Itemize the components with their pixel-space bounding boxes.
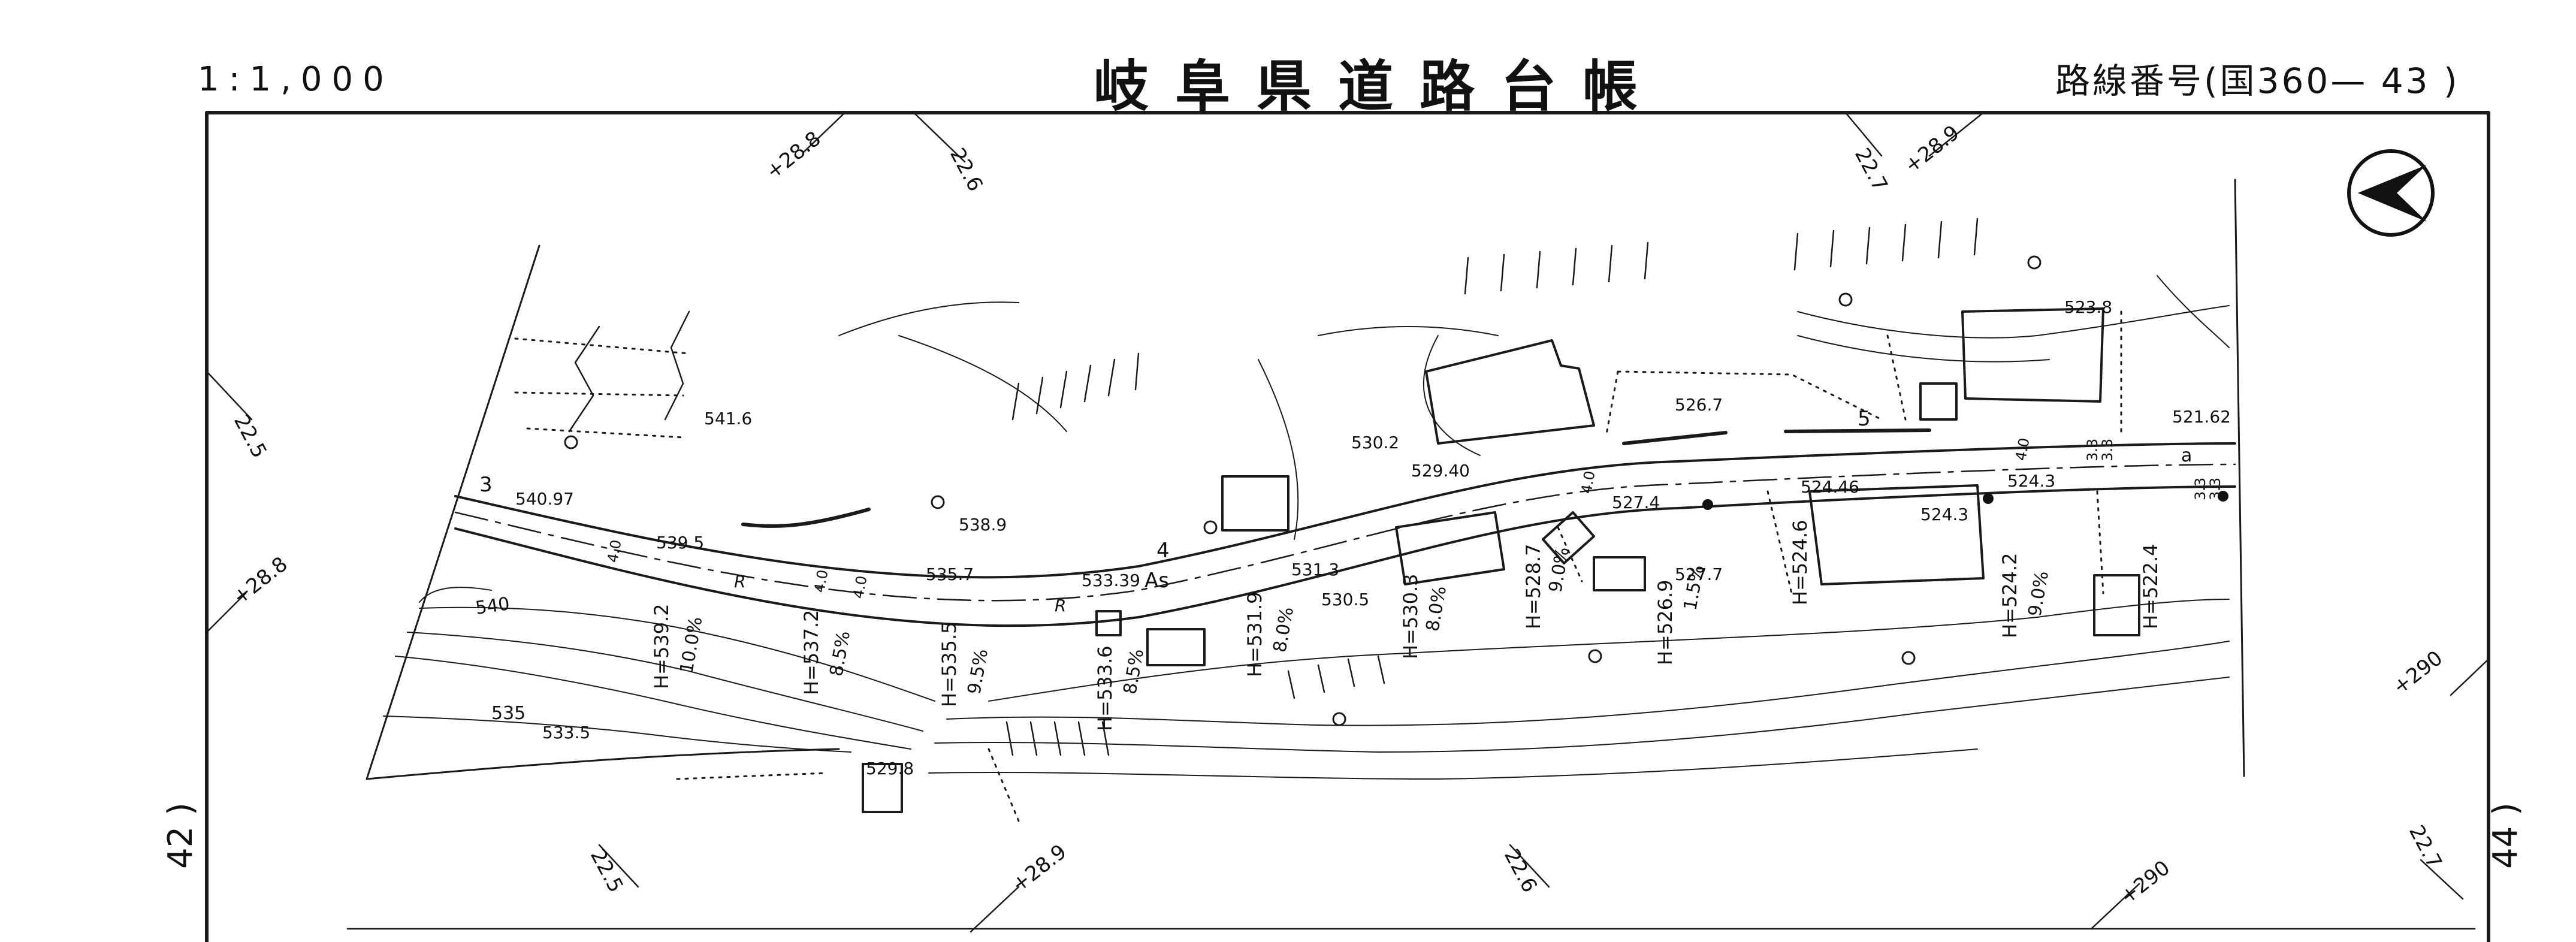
adjacent-sheet-next: 44 ) <box>2486 802 2525 869</box>
gradient-label: 9.5% <box>964 647 992 696</box>
gradient-label: H=524.2 <box>1998 553 2021 638</box>
gradient-label: H=535.5 <box>938 622 961 707</box>
elevation-label: 530.2 <box>1351 433 1399 452</box>
embankment-hatching <box>568 218 1979 756</box>
route-mark: 5 <box>1858 407 1871 431</box>
gradient-label: H=526.9 <box>1654 580 1677 665</box>
station-label: 22.6 <box>1499 845 1542 896</box>
elevation-label: 540.97 <box>515 489 574 509</box>
width-label: 4.0 <box>850 575 870 600</box>
station-lines <box>206 111 2490 933</box>
gradient-label: H=537.2 <box>800 610 823 695</box>
station-label: +28.8 <box>228 552 292 609</box>
elevation-label: 531.3 <box>1291 560 1339 579</box>
gradient-label: H=524.6 <box>1789 520 1811 605</box>
station-label: +290 <box>2116 856 2175 909</box>
north-arrow-icon <box>2347 149 2435 237</box>
road-symbol: R <box>734 572 745 591</box>
elevation-label: 526.7 <box>1675 395 1723 415</box>
gradient-label: H=530.3 <box>1399 574 1422 659</box>
route-mark: 3 <box>479 473 493 497</box>
station-label: +28.9 <box>1900 120 1964 178</box>
width-label: 3.3 <box>2099 439 2116 461</box>
elevation-label: 535.7 <box>926 564 974 584</box>
route-number: 路線番号(国360— 43 ) <box>2055 61 2460 101</box>
gradient-label: H=531.9 <box>1243 592 1266 677</box>
elevation-label: 533.5 <box>542 723 590 742</box>
elevation-label: 529.40 <box>1411 461 1470 481</box>
elevation-label: 540 <box>474 593 511 619</box>
gradient-label: 8.5% <box>826 629 854 678</box>
elevation-label: 530.5 <box>1321 590 1369 609</box>
benchmark-circles <box>564 255 2042 726</box>
road-centerline <box>454 463 2236 602</box>
gradient-label: 9.0% <box>1545 545 1574 594</box>
elevation-label: 527.7 <box>1675 564 1723 584</box>
adjacent-sheet-previous: 42 ) <box>161 802 200 869</box>
elevation-label: 524.46 <box>1801 477 1859 497</box>
gradient-label: 9.0% <box>2024 569 2053 618</box>
station-label: +28.8 <box>762 126 826 184</box>
elevation-label: 541.6 <box>704 409 752 428</box>
width-label: 3.3 <box>2207 478 2224 500</box>
station-label: +28.9 <box>1007 840 1071 897</box>
buildings <box>862 307 2140 813</box>
survey-area-boundary <box>366 179 2245 780</box>
road-symbol: As <box>1144 569 1169 593</box>
station-label: 22.5 <box>585 845 628 896</box>
elevation-label: 523.8 <box>2064 297 2112 317</box>
roadside-edge-south <box>988 599 2230 702</box>
retaining-wall-north <box>741 428 1931 529</box>
elevation-label: 524.3 <box>1920 505 1968 524</box>
elevation-label: 535 <box>491 703 526 724</box>
route-mark: 4 <box>1156 539 1170 563</box>
width-label: 3.3 <box>2084 439 2101 461</box>
gradient-label: 8.5% <box>1119 647 1148 696</box>
map-frame <box>205 111 2490 942</box>
gradient-label: H=533.6 <box>1094 646 1116 731</box>
width-label: 4.0 <box>2012 437 2033 462</box>
station-label: +290 <box>2388 646 2447 699</box>
gradient-label: 8.0% <box>1422 584 1451 633</box>
elevation-label: 521.62 <box>2172 407 2231 427</box>
page-title: 岐阜県道路台帳 <box>1094 55 1665 119</box>
road-edge-south <box>454 485 2236 627</box>
width-label: 3.3 <box>2192 478 2209 500</box>
survey-points <box>1702 491 2228 510</box>
road-symbol: R <box>1055 596 1066 615</box>
route-mark: a <box>2181 445 2192 466</box>
road-edge-north <box>454 442 2236 579</box>
elevation-label: 527.4 <box>1612 493 1660 512</box>
station-label: 22.7 <box>2404 821 2447 872</box>
parcel-boundaries <box>514 310 2122 822</box>
width-label: 4.0 <box>604 539 624 564</box>
elevation-label: 529.8 <box>866 759 914 778</box>
station-label: 22.5 <box>229 410 271 462</box>
width-label: 4.0 <box>1578 470 1598 495</box>
contour-lines <box>383 275 2230 780</box>
station-label: 22.7 <box>1850 144 1892 195</box>
width-label: 4.0 <box>811 569 831 594</box>
gradient-label: 8.0% <box>1269 605 1298 654</box>
gradient-label: 10.0% <box>676 615 706 675</box>
elevation-label: 539.5 <box>656 533 704 552</box>
elevation-label: 533.39 <box>1082 570 1140 590</box>
gradient-label: H=528.7 <box>1522 544 1545 629</box>
map-scale: 1:1,000 <box>198 60 394 99</box>
gradient-label: H=539.2 <box>650 604 673 689</box>
elevation-label: 524.3 <box>2007 471 2055 491</box>
gradient-label: H=522.4 <box>2139 544 2162 629</box>
station-label: 22.6 <box>945 144 987 195</box>
elevation-label: 538.9 <box>959 515 1007 535</box>
